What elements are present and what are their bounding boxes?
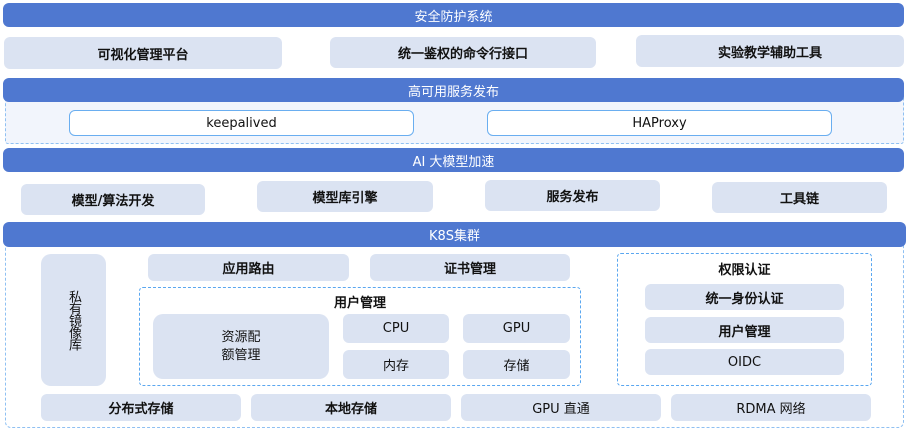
toolchain: 工具链 (712, 182, 887, 213)
distributed-storage: 分布式存储 (41, 394, 241, 421)
haproxy-box: HAProxy (487, 110, 832, 136)
private-registry: 私有镜像库 (41, 254, 106, 386)
gpu-passthrough: GPU 直通 (461, 394, 661, 421)
rdma-network: RDMA 网络 (671, 394, 871, 421)
service-publish: 服务发布 (485, 180, 660, 211)
resource-storage: 存储 (463, 350, 570, 379)
model-algorithm-dev: 模型/算法开发 (21, 184, 205, 215)
resource-gpu: GPU (463, 314, 570, 343)
app-routing: 应用路由 (148, 254, 349, 281)
layer-k8s-bar: K8S集群 (3, 222, 906, 247)
user-mgmt-title: 用户管理 (333, 296, 386, 311)
auth-title: 权限认证 (718, 263, 771, 278)
model-library-engine: 模型库引擎 (257, 181, 433, 212)
teaching-assist-tools: 实验教学辅助工具 (636, 35, 904, 67)
layer-ha-bar: 高可用服务发布 (3, 78, 904, 102)
layer-security-bar: 安全防护系统 (3, 3, 904, 27)
layer-ha-title: 高可用服务发布 (407, 84, 499, 100)
oidc: OIDC (645, 349, 844, 375)
resource-quota-management: 资源配 额管理 (153, 314, 329, 379)
keepalived-box: keepalived (69, 110, 414, 136)
resource-cpu: CPU (343, 314, 449, 343)
auth-user-management: 用户管理 (645, 317, 844, 343)
local-storage: 本地存储 (251, 394, 451, 421)
layer-k8s-title: K8S集群 (428, 229, 481, 244)
unified-identity-auth: 统一身份认证 (645, 284, 844, 310)
auth-group: 权限认证 (617, 253, 872, 386)
unified-auth-cli: 统一鉴权的命令行接口 (330, 37, 596, 68)
resource-memory: 内存 (343, 350, 449, 379)
cert-management: 证书管理 (370, 254, 570, 281)
layer-ai-bar: AI 大模型加速 (3, 148, 904, 172)
layer-ai-title: AI 大模型加速 (412, 154, 495, 170)
user-mgmt-group: 用户管理 (139, 287, 581, 386)
private-registry-label: 私有镜像库 (66, 290, 81, 350)
visual-management-platform: 可视化管理平台 (4, 37, 282, 69)
layer-security-title: 安全防护系统 (414, 9, 493, 25)
